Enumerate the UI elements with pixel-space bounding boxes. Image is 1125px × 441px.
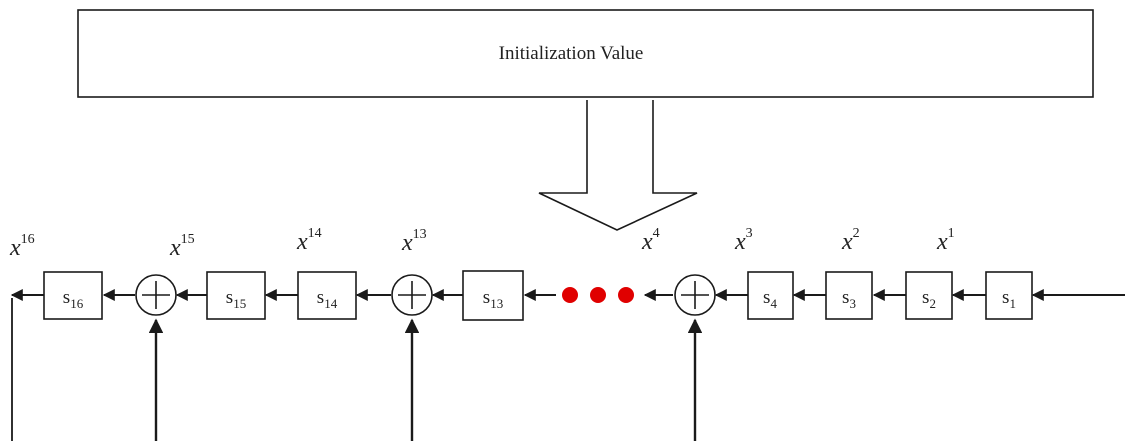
term-x15: x15 [169, 232, 195, 261]
term-x4: x4 [641, 226, 660, 255]
term-x1: x1 [936, 226, 955, 255]
register-s16-base: s [63, 287, 70, 308]
register-s2-sub: 2 [929, 296, 936, 311]
xor-gate-1 [674, 274, 716, 316]
svg-text:s13: s13 [483, 287, 503, 311]
register-s1-base: s [1002, 287, 1009, 308]
register-s13-base: s [483, 287, 490, 308]
register-s14-base: s [317, 287, 324, 308]
svg-text:s1: s1 [1002, 287, 1016, 311]
ellipsis-dot [618, 287, 634, 303]
register-s4-base: s [763, 287, 770, 308]
register-s3-sub: 3 [849, 296, 856, 311]
svg-text:s15: s15 [226, 287, 246, 311]
initialization-value-label: Initialization Value [499, 43, 644, 64]
register-s3-base: s [842, 287, 849, 308]
svg-text:s4: s4 [763, 287, 777, 311]
feedback-lines [11, 298, 703, 441]
register-s14: s14 [297, 271, 357, 320]
register-s15: s15 [206, 271, 266, 320]
load-arrow [538, 100, 698, 231]
svg-text:s3: s3 [842, 287, 856, 311]
register-s4-sub: 4 [770, 296, 777, 311]
register-s14-sub: 14 [324, 296, 338, 311]
ellipsis-dots [562, 287, 634, 303]
term-x2: x2 [841, 226, 860, 255]
svg-text:s16: s16 [63, 287, 84, 311]
register-s16: s16 [43, 271, 103, 320]
xor-gate-2 [391, 274, 433, 316]
register-s4: s4 [747, 271, 794, 320]
initialization-value-box: Initialization Value [77, 9, 1094, 98]
xor-gate-3 [135, 274, 177, 316]
register-s2: s2 [905, 271, 953, 320]
register-s2-base: s [922, 287, 929, 308]
term-x14: x14 [296, 226, 322, 255]
svg-text:s2: s2 [922, 287, 936, 311]
term-x13: x13 [401, 227, 427, 256]
register-s15-sub: 15 [233, 296, 246, 311]
register-s13: s13 [462, 270, 524, 321]
ellipsis-dot [590, 287, 606, 303]
term-x16: x16 [9, 232, 35, 261]
svg-text:s14: s14 [317, 287, 338, 311]
ellipsis-dot [562, 287, 578, 303]
term-x3: x3 [734, 226, 753, 255]
register-s13-sub: 13 [490, 296, 503, 311]
register-s1-sub: 1 [1009, 296, 1016, 311]
register-s15-base: s [226, 287, 233, 308]
register-s3: s3 [825, 271, 873, 320]
register-s1: s1 [985, 271, 1033, 320]
register-s16-sub: 16 [70, 296, 84, 311]
